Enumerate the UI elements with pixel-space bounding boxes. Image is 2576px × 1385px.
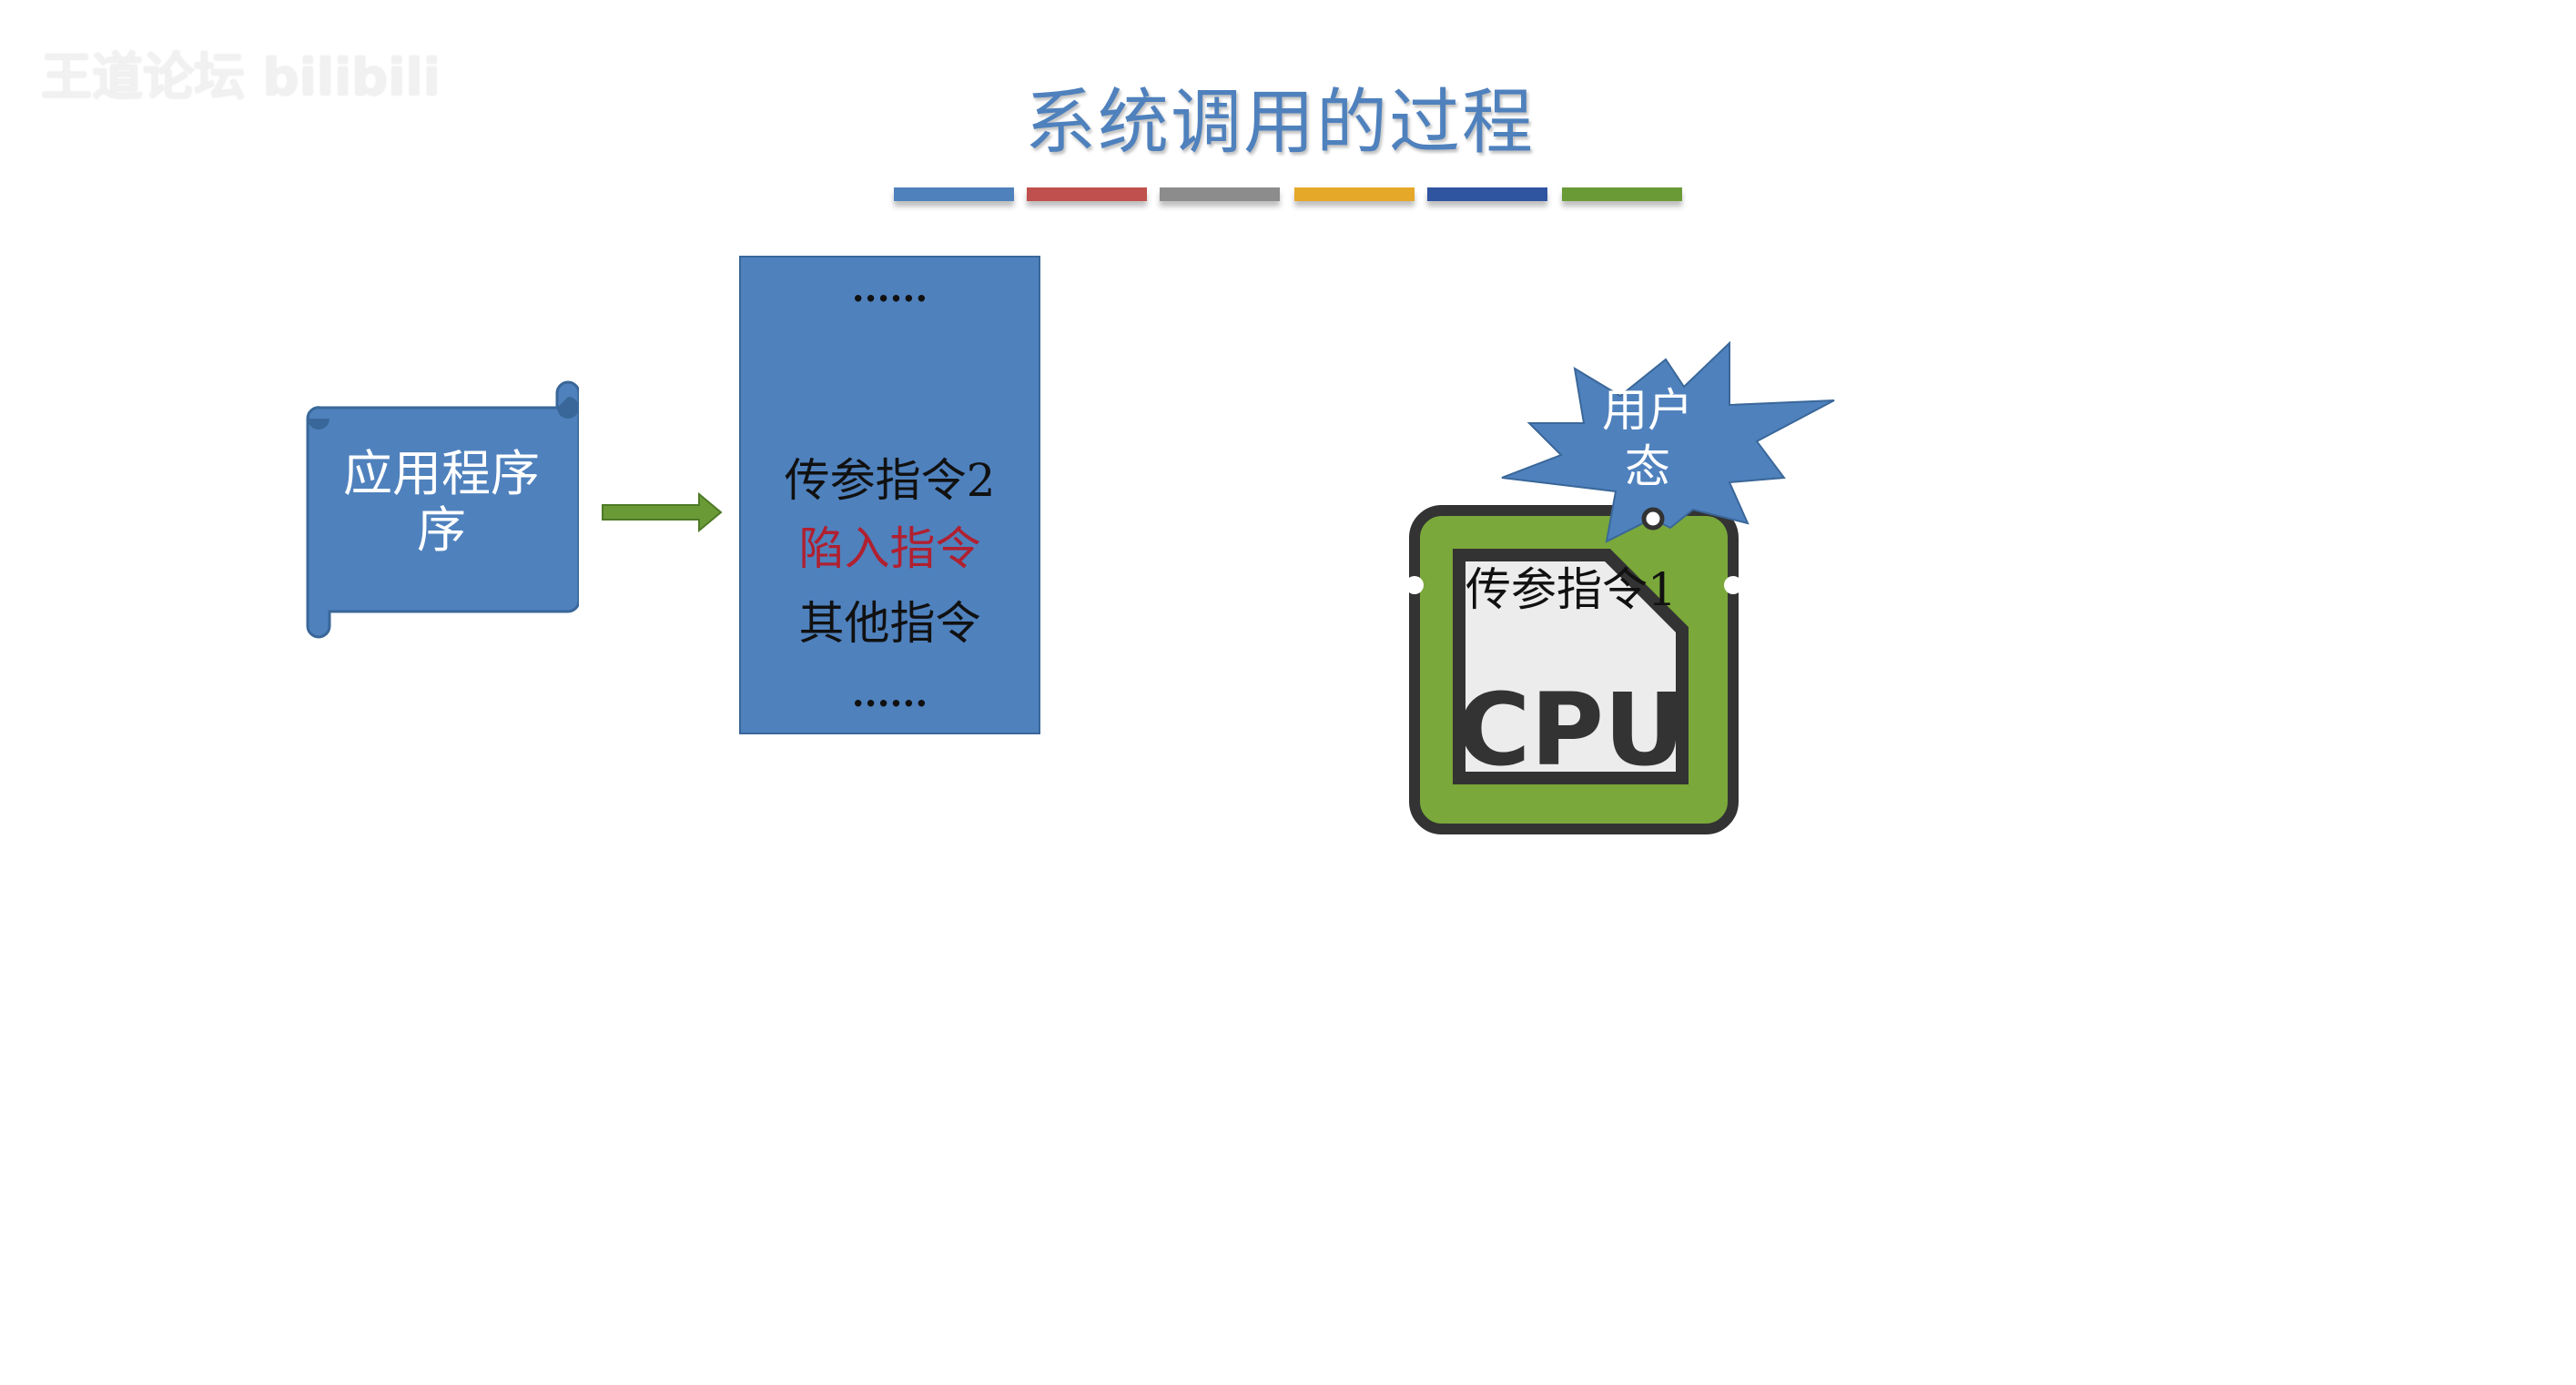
user-mode-line1: 用户 bbox=[1602, 384, 1693, 437]
color-bar bbox=[894, 187, 1014, 201]
instruction-item-trap: 陷入指令 bbox=[798, 522, 981, 575]
application-label-line1: 应用程序 bbox=[343, 445, 540, 502]
application-label-line2: 序 bbox=[417, 501, 466, 559]
color-bar bbox=[1027, 187, 1147, 201]
instruction-list-box: ...... 传参指令2 陷入指令 其他指令 ...... bbox=[739, 256, 1040, 734]
user-mode-label: 用户 态 bbox=[1588, 382, 1707, 495]
instruction-item: 传参指令2 bbox=[784, 454, 996, 507]
application-scroll-shape bbox=[306, 380, 579, 639]
watermark-logo: 王道论坛 bilibili bbox=[41, 48, 441, 107]
application-label: 应用程序 序 bbox=[328, 446, 555, 559]
color-bar bbox=[1562, 187, 1682, 201]
cpu-chip-label: CPU bbox=[1457, 672, 1686, 788]
color-bar bbox=[1294, 187, 1415, 201]
color-bar bbox=[1427, 187, 1547, 201]
user-mode-line2: 态 bbox=[1625, 440, 1670, 493]
ellipsis-bottom: ...... bbox=[851, 672, 928, 715]
slide-title: 系统调用的过程 bbox=[1024, 82, 1535, 164]
cpu-chip-icon: CPU bbox=[1409, 505, 1742, 834]
cpu-current-instruction: 传参指令1 bbox=[1465, 563, 1677, 616]
ellipsis-top: ...... bbox=[851, 268, 928, 310]
user-mode-starburst bbox=[1501, 340, 1835, 543]
right-arrow-icon bbox=[602, 491, 723, 533]
color-bar bbox=[1160, 187, 1280, 201]
instruction-item: 其他指令 bbox=[798, 597, 981, 650]
